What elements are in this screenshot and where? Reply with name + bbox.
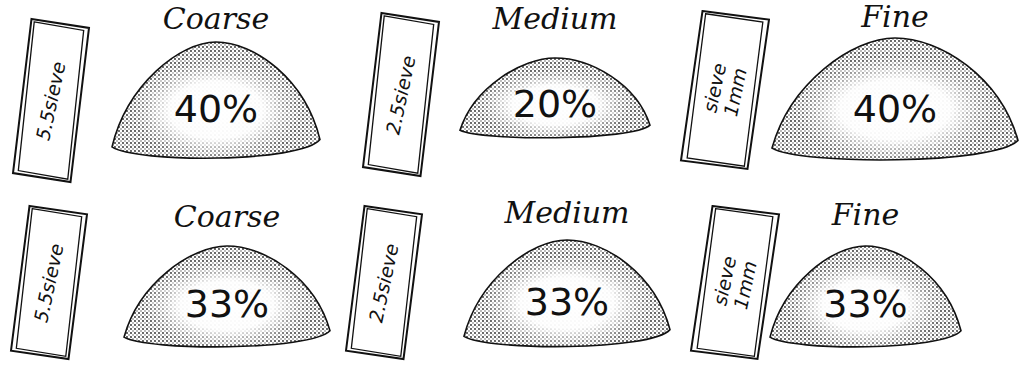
- percentage-label: 40%: [853, 89, 937, 131]
- pile-edge: [124, 246, 330, 347]
- pile-edge: [464, 240, 670, 347]
- sieve-rim: [681, 11, 769, 169]
- percentage-label: 20%: [513, 84, 597, 126]
- sieve-frame: sieve 1mm: [680, 10, 770, 170]
- fraction-heading: Medium: [504, 196, 629, 229]
- percentage-label: 33%: [525, 282, 609, 324]
- sand-pile: Medium 20%: [458, 2, 652, 142]
- pile-edge: [770, 246, 961, 347]
- percentage-label: 33%: [823, 284, 907, 326]
- sand-pile: Fine 40%: [770, 0, 1020, 166]
- sieve-rim: [13, 19, 89, 182]
- sieve-mesh-edge: [368, 16, 433, 173]
- fraction-heading: Coarse: [174, 200, 280, 233]
- sand-highlight: [483, 256, 651, 350]
- pile-edge: [112, 42, 320, 158]
- fraction-heading: Fine: [832, 198, 900, 231]
- pile-edge: [460, 58, 650, 138]
- sieve-frame: 5.5sieve: [12, 18, 90, 183]
- sieve-mesh-edge: [16, 209, 81, 357]
- percentage-label: 33%: [185, 284, 269, 326]
- sand-highlight: [131, 59, 301, 161]
- sieve-mesh-edge: [18, 22, 83, 179]
- sand-highlight: [477, 70, 632, 141]
- percentage-label: 40%: [174, 89, 258, 131]
- sieve-frame: 2.5sieve: [345, 205, 423, 360]
- fraction-heading: Medium: [492, 2, 617, 35]
- sieve-rim: [11, 206, 87, 359]
- sand-pile: Fine 33%: [768, 198, 963, 352]
- sieve-mesh-edge: [687, 14, 763, 166]
- sieve-mesh-edge: [351, 209, 416, 357]
- fraction-heading: Coarse: [163, 2, 269, 35]
- sieve-frame: 5.5sieve: [10, 205, 88, 360]
- sand-highlight: [788, 261, 944, 350]
- sieve-rim: [691, 206, 779, 359]
- pile-edge: [772, 38, 1018, 160]
- sand-pile: Coarse 40%: [110, 2, 322, 164]
- sand-pile: Coarse 33%: [122, 200, 332, 352]
- sieve-rim: [363, 13, 439, 176]
- sand-highlight: [795, 56, 995, 164]
- sand-highlight: [143, 261, 311, 350]
- sieve-frame: sieve 1mm: [690, 205, 780, 360]
- sieve-frame: 2.5sieve: [362, 12, 440, 177]
- sieve-mesh-edge: [697, 209, 773, 357]
- sand-pile: Medium 33%: [462, 196, 672, 352]
- fraction-heading: Fine: [861, 0, 929, 33]
- sieve-rim: [346, 206, 422, 359]
